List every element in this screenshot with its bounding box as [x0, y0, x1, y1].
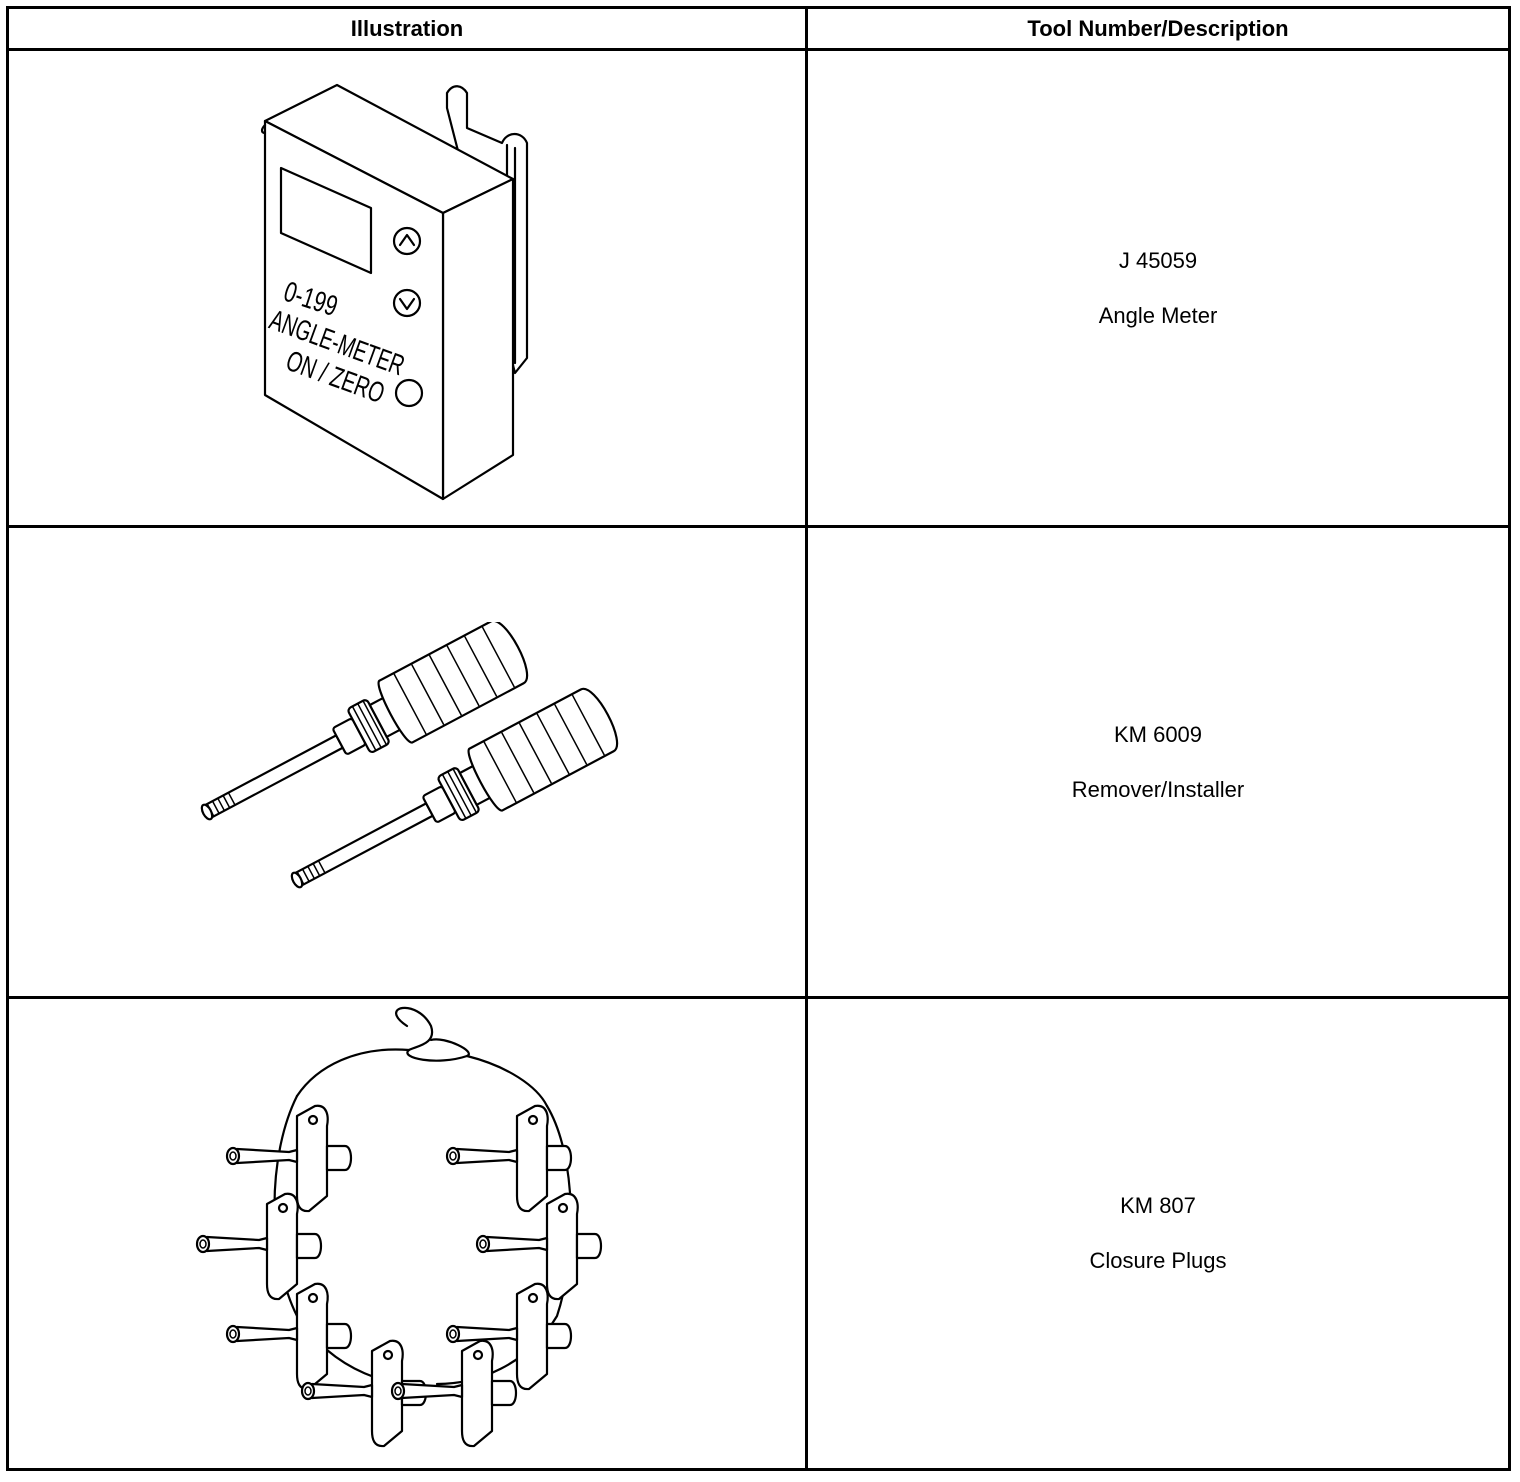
tools-table: Illustration Tool Number/Description — [6, 6, 1511, 1471]
tool-name: Angle Meter — [1098, 302, 1218, 328]
remover-installer-icon — [200, 622, 619, 889]
tool-number: KM 807 — [1120, 1193, 1196, 1218]
tool-name: Remover/Installer — [1071, 776, 1245, 802]
angle-meter-icon: 0-199 ANGLE-METER ON / ZERO — [260, 83, 529, 501]
tool-name: Closure Plugs — [1089, 1248, 1227, 1273]
description-cell: KM 807 Closure Plugs — [805, 996, 1511, 1471]
table-row: 0-199 ANGLE-METER ON / ZERO J 45059 Angl… — [6, 48, 1511, 528]
description-cell: KM 6009 Remover/Installer — [805, 525, 1511, 999]
illustration-cell: 0-199 ANGLE-METER ON / ZERO — [6, 48, 808, 528]
tool-number: J 45059 — [1118, 247, 1198, 273]
tool-number: KM 6009 — [1113, 721, 1203, 747]
table-row: KM 6009 Remover/Installer — [6, 525, 1511, 999]
header-row: Illustration Tool Number/Description — [6, 6, 1511, 51]
illustration-cell — [6, 525, 808, 999]
illustration-cell — [6, 996, 808, 1471]
table-row: KM 807 Closure Plugs — [6, 996, 1511, 1471]
description-cell: J 45059 Angle Meter — [805, 48, 1511, 528]
closure-plugs-icon — [195, 1006, 603, 1448]
header-tool-description: Tool Number/Description — [805, 6, 1511, 51]
header-illustration: Illustration — [6, 6, 808, 51]
